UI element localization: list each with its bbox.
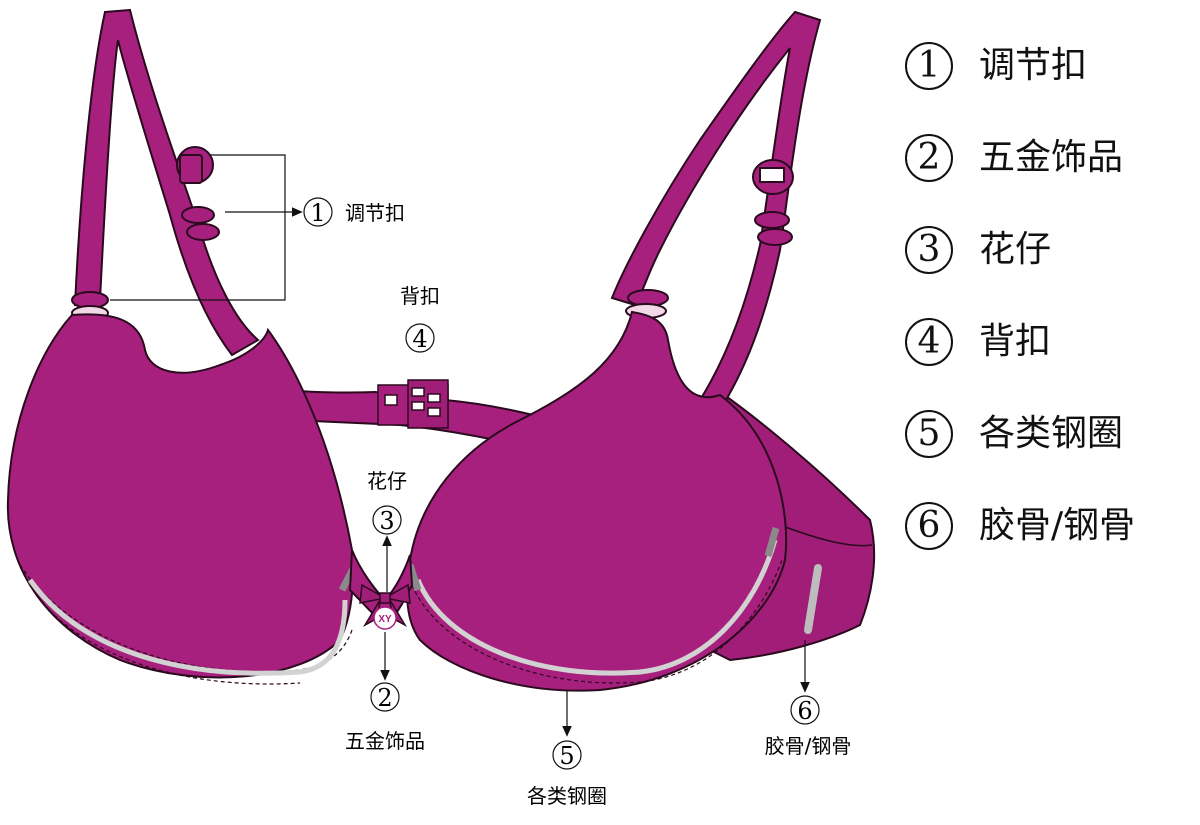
callout-1-num: 1 [310,199,325,227]
callout-3-circle [372,505,402,535]
callout-2-circle [370,682,400,712]
callout-5-label: 各类钢圈 [527,784,607,808]
callout-6-circle [790,695,820,725]
left-strap-hardware [71,146,220,321]
legend-number: 5 [905,410,953,458]
legend-label: 五金饰品 [979,137,1124,178]
right-cup-stitch [411,559,783,684]
legend-label: 调节扣 [979,45,1088,86]
back-hook [377,379,449,429]
callout-2-label: 五金饰品 [345,729,425,753]
bow [359,583,411,627]
legend-number: 3 [905,226,953,274]
legend-number: 6 [905,502,953,550]
bow-charm-text: XY [378,614,392,625]
side-wing-fold [779,524,873,547]
legend-label: 背扣 [979,321,1052,362]
left-cup-edge-stitch [39,599,301,685]
callout-4-num: 4 [412,325,427,353]
right-cup [406,310,788,692]
right-strap-hardware [625,159,794,319]
callout-6-label: 胶骨/钢骨 [765,734,852,758]
bow-charm [373,606,397,630]
left-cup [6,313,354,679]
callout-5-num: 5 [559,742,574,770]
callout-1-bracket [110,154,303,301]
side-bone [804,564,822,634]
callout-4-circle [405,323,435,353]
right-underwire [415,539,778,676]
callout-1-label: 调节扣 [345,201,405,225]
legend-label: 各类钢圈 [979,413,1124,454]
underwire-end-gray [764,527,780,557]
legend-label: 花仔 [979,229,1052,270]
callout-1-circle [303,197,333,227]
legend-label: 胶骨/钢骨 [979,505,1136,546]
legend-number: 1 [905,42,953,90]
callout-3-label: 花仔 [367,469,407,493]
callout-5-circle [552,740,582,770]
callout-3-num: 3 [379,507,394,535]
callout-2-num: 2 [377,684,392,712]
right-strap [610,10,822,412]
left-underwire [27,578,348,676]
legend-number: 2 [905,134,953,182]
legend-number: 4 [905,318,953,366]
callout-6-num: 6 [797,697,812,725]
callout-4-label: 背扣 [400,284,440,308]
